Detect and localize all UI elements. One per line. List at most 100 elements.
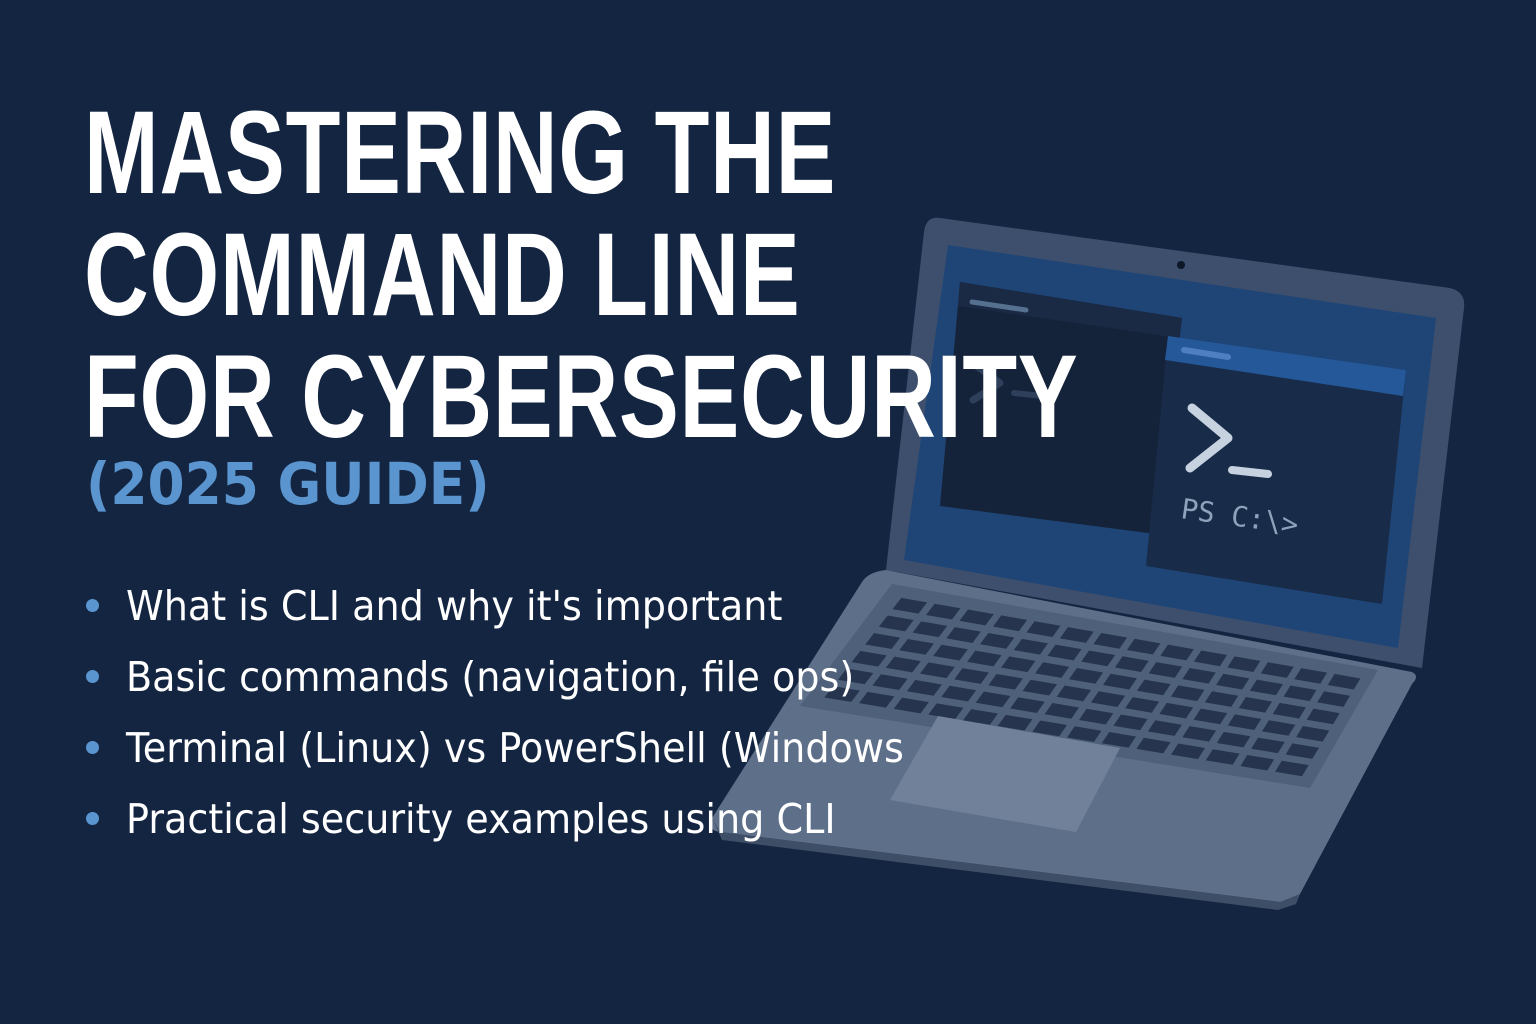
- keyboard-key: [1136, 679, 1171, 696]
- keyboard-key: [1032, 720, 1067, 737]
- bullet-dot-icon: [86, 741, 99, 754]
- keyboard-keys: [824, 597, 1361, 777]
- powershell-window-titlebar: [1165, 336, 1406, 396]
- keyboard-key: [1047, 644, 1082, 661]
- keyboard-key: [992, 615, 1028, 632]
- terminal-window-left: [940, 282, 1182, 534]
- keyboard-key: [1079, 708, 1114, 725]
- keyboard-key: [1216, 731, 1251, 748]
- keyboard-key: [1113, 714, 1148, 731]
- title-line-1: MASTERING THE: [84, 87, 837, 219]
- keyboard-key: [892, 597, 928, 614]
- keyboard-key: [933, 644, 968, 661]
- bullet-dot-icon: [86, 812, 99, 825]
- keyboard-key: [946, 627, 981, 643]
- keyboard-key: [1294, 668, 1328, 684]
- keyboard-key: [1204, 691, 1239, 707]
- keyboard-key: [1035, 662, 1070, 678]
- terminal-prompt-icon-left: [969, 361, 1004, 404]
- keyboard-key: [1261, 720, 1296, 736]
- keyboard-key: [1251, 737, 1285, 754]
- keyboard-key: [967, 650, 1002, 667]
- keyboard-key: [906, 680, 942, 696]
- powershell-window: [1146, 336, 1406, 604]
- keyboard-key: [1283, 685, 1317, 702]
- keyboard-key: [1093, 632, 1128, 649]
- keyboard-key: [1059, 627, 1094, 643]
- keyboard-key: [954, 668, 989, 684]
- keyboard-key: [1227, 714, 1262, 731]
- keyboard-key: [1044, 703, 1080, 719]
- title-line-3: FOR CYBERSECURITY: [84, 331, 1079, 463]
- keyboard-key: [1317, 691, 1351, 707]
- keyboard-key: [1216, 673, 1250, 690]
- keyboard-key: [1193, 708, 1228, 725]
- keyboard-key: [1125, 697, 1160, 713]
- keyboard-key: [1147, 720, 1182, 736]
- keyboard-key: [1114, 656, 1149, 673]
- keyboard-key: [997, 714, 1033, 731]
- bullet-text: Terminal (Linux) vs PowerShell (Windows: [126, 723, 904, 772]
- keyboard-key: [1240, 754, 1275, 771]
- keyboard-key: [1001, 656, 1036, 673]
- bullet-text: Practical security examples using CLI: [126, 794, 836, 843]
- keyboard-key: [1182, 726, 1217, 742]
- bullet-text: Basic commands (navigation, file ops): [126, 652, 855, 701]
- keyboard-key: [899, 638, 935, 655]
- bullet-item: Practical security examples using CLI: [86, 783, 962, 854]
- keyboard-key: [1102, 673, 1137, 690]
- keyboard-key: [1159, 702, 1194, 719]
- keyboard-key: [1205, 749, 1240, 765]
- keyboard-key: [920, 662, 955, 679]
- bullet-item: Basic commands (navigation, file ops): [86, 641, 962, 712]
- keyboard-key: [928, 703, 964, 720]
- keyboard-key: [1067, 726, 1102, 742]
- keyboard-key: [851, 650, 887, 667]
- keyboard-key: [1193, 650, 1228, 667]
- camera-dot: [1177, 261, 1185, 269]
- title-line-2: COMMAND LINE: [84, 209, 801, 341]
- keyboard-key: [988, 673, 1023, 690]
- bullet-item: What is CLI and why it's important: [86, 570, 962, 641]
- keyboard-key: [1296, 725, 1330, 742]
- keyboard-key: [1306, 708, 1340, 725]
- bullet-text: What is CLI and why it's important: [126, 581, 783, 630]
- keyboard-key: [878, 615, 914, 632]
- keyboard-key: [893, 697, 929, 714]
- keyboard-key: [1171, 743, 1206, 760]
- keyboard-key: [1101, 732, 1137, 748]
- keyboard-key: [885, 656, 921, 673]
- keyboard-key: [1090, 691, 1126, 707]
- bullet-list: What is CLI and why it's important Basic…: [86, 570, 962, 854]
- keyboard-key: [1238, 697, 1273, 713]
- keyboard-key: [926, 603, 961, 620]
- keyboard-key: [1275, 760, 1309, 777]
- keyboard-key: [837, 668, 874, 685]
- keyboard-key: [912, 621, 948, 638]
- keyboard-key: [1160, 644, 1194, 661]
- keyboard-key: [1327, 673, 1361, 690]
- keyboard-key: [1026, 621, 1061, 638]
- keyboard-key: [1182, 667, 1216, 684]
- keyboard-key: [1136, 737, 1171, 754]
- keyboard-key: [1170, 685, 1205, 702]
- keyboard-key: [824, 686, 860, 702]
- keyboard-key: [1010, 697, 1045, 713]
- bullet-dot-icon: [86, 670, 99, 683]
- keyboard-key: [959, 609, 994, 626]
- keyboard-key: [1022, 679, 1057, 696]
- keyboard-key: [1272, 702, 1306, 719]
- subtitle: (2025 GUIDE): [86, 450, 490, 518]
- keyboard-key: [1081, 650, 1116, 667]
- keyboard-key: [1285, 743, 1319, 759]
- keyboard-key: [865, 633, 901, 649]
- terminal-prompt-icon: [1185, 403, 1233, 473]
- bullet-dot-icon: [86, 599, 99, 612]
- title-block: MASTERING THE COMMAND LINE FOR CYBERSECU…: [84, 92, 1393, 458]
- keyboard-key: [859, 691, 895, 708]
- keyboard-key: [1249, 679, 1283, 696]
- terminal-window-left-titlebar: [958, 282, 1182, 338]
- keyboard-key: [1227, 656, 1261, 673]
- keyboard-key: [1260, 662, 1294, 678]
